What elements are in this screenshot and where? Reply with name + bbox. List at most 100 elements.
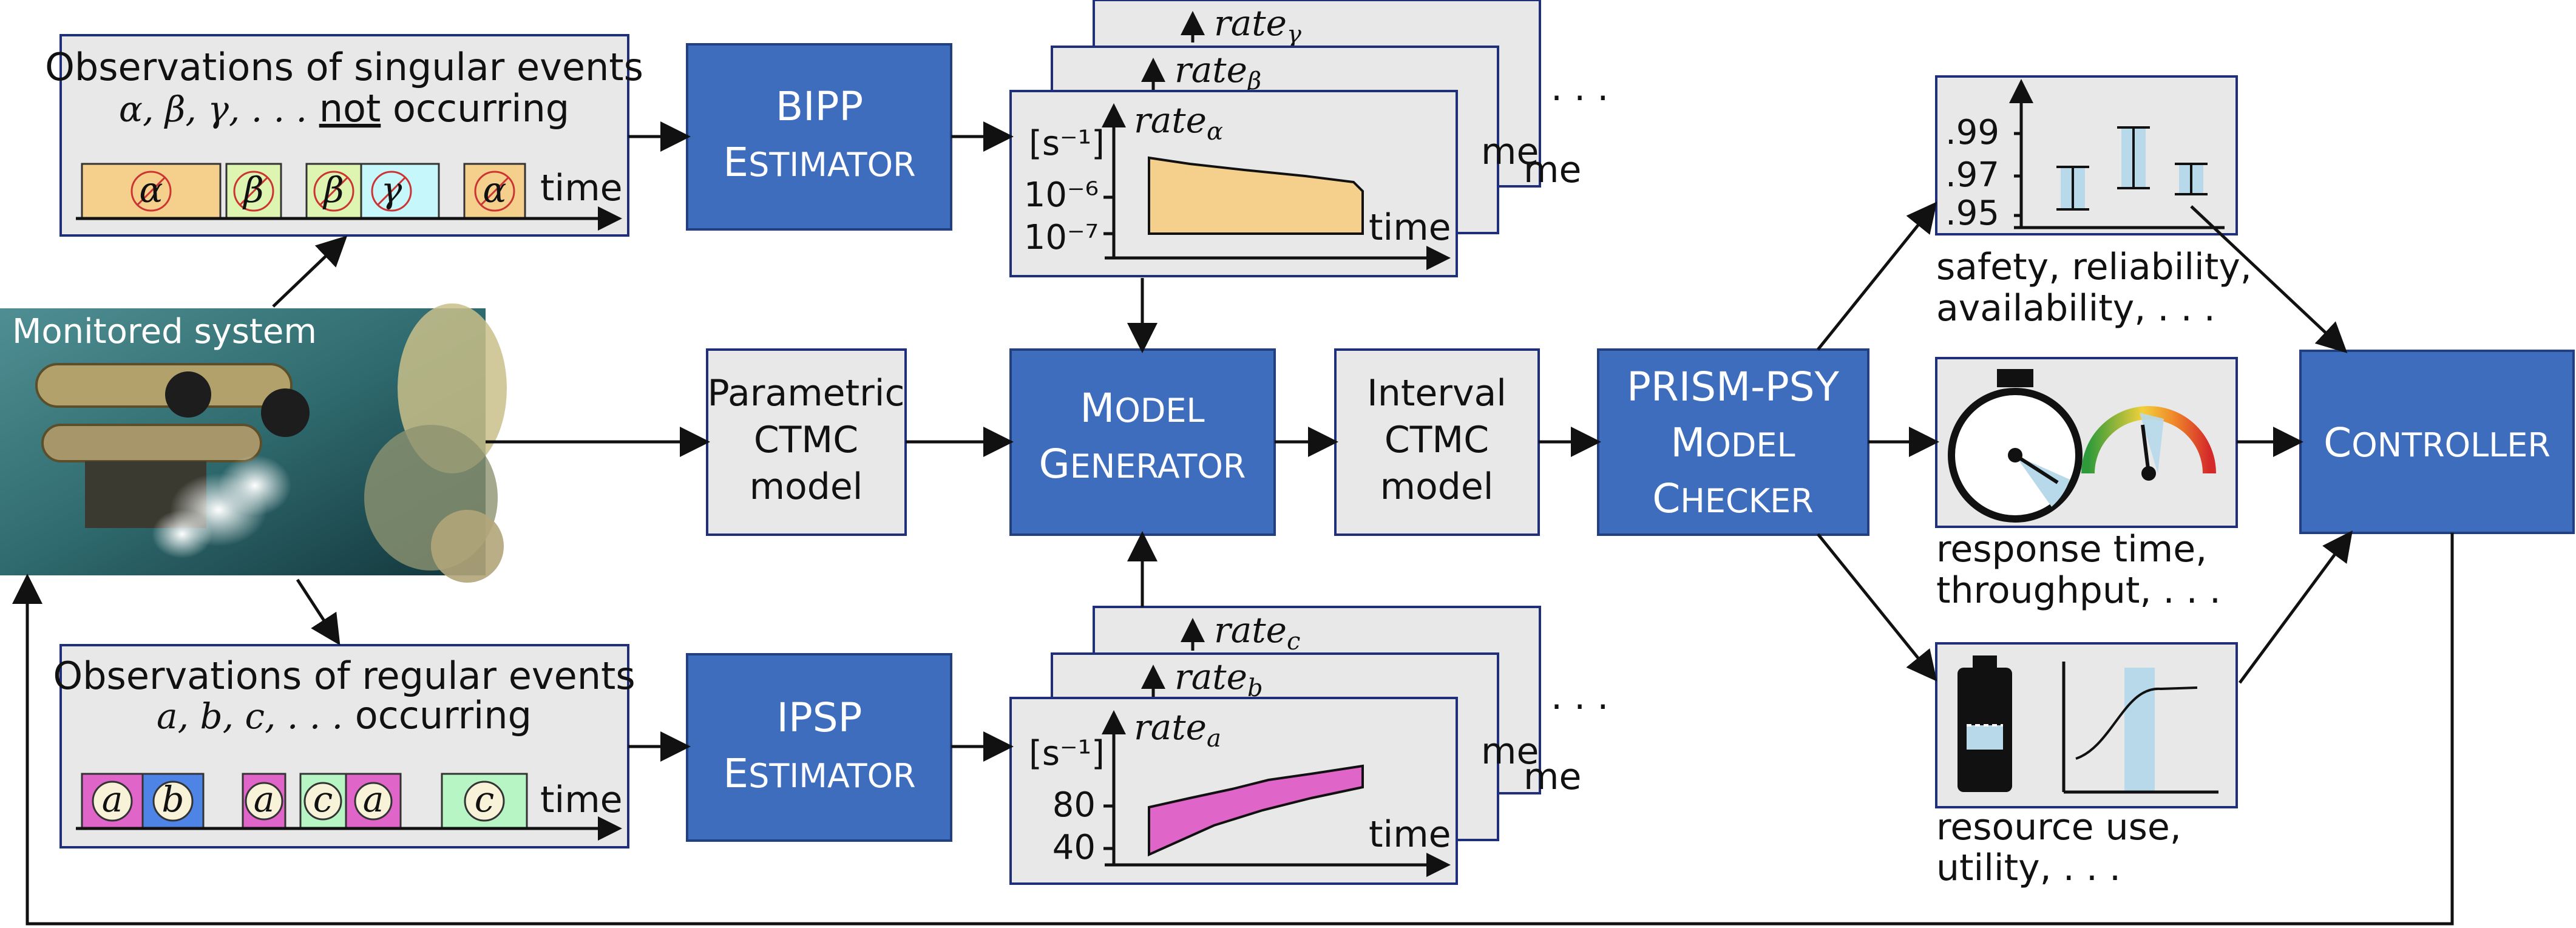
ipsp-line2: ESTIMATOR [723, 750, 915, 797]
safety-tick-95: .95 [1945, 194, 1999, 233]
safety-interval-1 [2056, 166, 2089, 211]
interval-ctmc-box: Interval CTMC model [1334, 348, 1540, 536]
battery-icon [1957, 655, 2012, 792]
rate-c-label: ratec [1214, 609, 1300, 655]
svg-text:CHECKER: CHECKER [1652, 475, 1814, 522]
singular-events-subtitle: α, β, γ, . . . not occurring [119, 86, 569, 130]
bottom-tick-hi: 80 [1052, 785, 1096, 825]
svg-text:a: a [102, 779, 123, 820]
regular-time-label: time [540, 779, 623, 821]
bottom-time-label: time [1369, 813, 1451, 856]
bipp-estimator-box: BIPP ESTIMATOR [686, 43, 952, 231]
safety-tick-99: .99 [1945, 113, 1999, 152]
utility-curve-icon [2062, 662, 2218, 794]
svg-text:MODEL: MODEL [1080, 385, 1204, 432]
rate-alpha-label: rateα [1134, 100, 1223, 146]
response-caption-1: response time, [1936, 528, 2207, 571]
svg-text:Parametric: Parametric [708, 372, 905, 415]
svg-text:model: model [1380, 466, 1494, 508]
ipsp-line1: IPSP [777, 694, 863, 741]
underwater-robot [35, 363, 310, 558]
singular-events-not: not [319, 86, 381, 130]
top-unit-label: [s⁻¹] [1029, 124, 1105, 163]
event-alpha-1: α [130, 169, 172, 212]
svg-text:me: me [1481, 130, 1539, 173]
safety-caption-2: availability, . . . [1936, 287, 2215, 330]
svg-text:α: α [139, 169, 163, 211]
ipsp-estimator-box: IPSP ESTIMATOR [686, 653, 952, 842]
rate-a-interval-area [1148, 764, 1364, 857]
event-c-1: c [303, 779, 342, 821]
regular-events-panel: Observations of regular events a, b, c, … [53, 644, 636, 848]
safety-interval-3 [2175, 163, 2208, 195]
prism-psy-box: PRISM-PSY MODEL CHECKER [1597, 348, 1869, 536]
bipp-line1: BIPP [776, 83, 863, 130]
svg-text:α: α [483, 169, 506, 211]
response-caption-2: throughput, . . . [1936, 569, 2221, 612]
safety-caption-1: safety, reliability, [1936, 246, 2252, 288]
safety-interval-2 [2117, 126, 2150, 189]
regular-events-subtitle-math: a, b, c, . . . [157, 696, 343, 737]
svg-text:PRISM-PSY: PRISM-PSY [1627, 364, 1839, 410]
connectors [12, 121, 2454, 926]
top-time-label: time [1369, 206, 1451, 249]
singular-events-occurring: occurring [393, 86, 569, 130]
bipp-line2: ESTIMATOR [723, 139, 915, 186]
controller-box: CONTROLLER [2299, 350, 2575, 534]
svg-text:b: b [161, 779, 184, 820]
monitored-system-image: Monitored system [0, 303, 507, 583]
model-generator-box: MODEL GENERATOR [1009, 348, 1276, 536]
svg-text:CTMC: CTMC [754, 419, 858, 461]
svg-text:me: me [1524, 149, 1581, 191]
bottom-rate-stack: ratec rateb me me [s⁻¹] ratea 80 40 time… [1009, 606, 1608, 885]
response-panel: response time, throughput, . . . [1935, 357, 2238, 612]
svg-text:me: me [1524, 756, 1581, 798]
svg-text:γ: γ [381, 169, 402, 211]
svg-text:Interval: Interval [1367, 372, 1507, 415]
rate-a-label: ratea [1134, 706, 1221, 753]
svg-text:model: model [750, 466, 863, 508]
singular-time-label: time [540, 167, 623, 209]
svg-text:CTMC: CTMC [1385, 419, 1489, 461]
event-a-3: a [354, 779, 393, 821]
bottom-unit-label: [s⁻¹] [1029, 734, 1105, 773]
event-c-2: c [464, 779, 505, 822]
safety-panel: .99 .97 .95 safety, reliability, availab… [1935, 75, 2252, 330]
event-beta-1: β [233, 169, 274, 212]
rate-b-label: rateb [1174, 656, 1263, 702]
regular-events-title: Observations of regular events [53, 654, 635, 698]
bottom-tick-lo: 40 [1052, 828, 1096, 867]
resource-panel: resource use, utility, . . . [1935, 642, 2238, 889]
svg-text:MODEL: MODEL [1670, 419, 1795, 466]
rate-beta-label: rateβ [1174, 49, 1261, 95]
singular-events-title: Observations of singular events [45, 45, 643, 89]
rate-gamma-label: rateγ [1214, 2, 1301, 49]
top-tick-lo: 10⁻⁷ [1024, 218, 1099, 257]
safety-tick-97: .97 [1945, 155, 1999, 195]
singular-events-subtitle-math: α, β, γ, . . . [119, 89, 307, 130]
event-alpha-2: α [474, 169, 515, 212]
event-a-2: a [245, 779, 283, 821]
event-beta-2: β [313, 169, 354, 212]
bottom-ellipsis: . . . [1551, 676, 1608, 718]
singular-events-panel: Observations of singular events α, β, γ,… [45, 34, 643, 237]
svg-text:β: β [242, 169, 264, 211]
svg-text:c: c [313, 779, 333, 820]
svg-text:GENERATOR: GENERATOR [1039, 441, 1246, 487]
regular-events-occurring: occurring [355, 693, 532, 737]
svg-text:a: a [363, 779, 384, 820]
event-b-1: b [152, 779, 194, 822]
svg-text:a: a [254, 779, 275, 820]
svg-text:me: me [1481, 730, 1539, 773]
coral-shape [364, 303, 507, 583]
svg-text:CONTROLLER: CONTROLLER [2323, 419, 2551, 466]
stopwatch-icon [1948, 369, 2083, 523]
resource-caption-2: utility, . . . [1936, 847, 2121, 889]
resource-caption-1: resource use, [1936, 806, 2181, 848]
top-rate-stack: rateγ rateβ me me [s⁻¹] rateα 10⁻⁶ 10⁻⁷ … [1009, 0, 1608, 277]
top-ellipsis: . . . [1551, 67, 1608, 109]
event-a-1: a [92, 779, 133, 822]
svg-text:β: β [322, 169, 344, 211]
svg-text:c: c [475, 779, 494, 820]
